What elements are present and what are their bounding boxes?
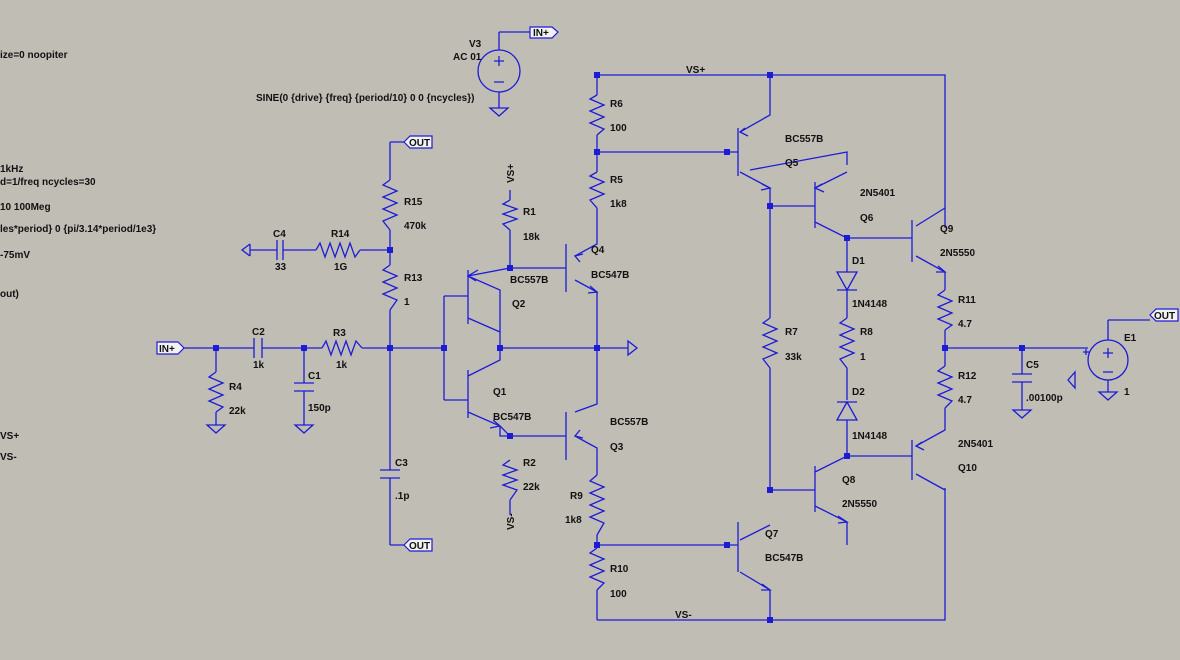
component-label: D2 [852, 387, 865, 398]
component-label: R2 [523, 458, 536, 469]
component-label: 1 [860, 352, 866, 363]
component-label: 1 [1124, 387, 1130, 398]
component-label: VS+ [506, 164, 517, 183]
component-label: C5 [1026, 360, 1039, 371]
component-label: E1 [1124, 333, 1137, 344]
component-label: 1k8 [610, 199, 627, 210]
component-label: 1N4148 [852, 431, 887, 442]
component-label: BC547B [493, 412, 531, 423]
component-labels: V3 AC 01 VS+ VS- VS+ VS- R6 100 R5 1k8 R… [229, 39, 1137, 621]
component-label: Q8 [842, 475, 856, 486]
component-label: Q4 [591, 245, 605, 256]
component-label: 22k [523, 482, 540, 493]
component-label: 33 [275, 262, 287, 273]
directive-text: ize=0 noopiter 1kHz d=1/freq ncycles=30 … [0, 50, 474, 463]
component-label: R10 [610, 564, 629, 575]
component-label: R5 [610, 175, 623, 186]
net-flag-out-top[interactable]: OUT [403, 135, 433, 149]
component-label: VS+ [686, 65, 705, 76]
directive-line: 10 100Meg [0, 202, 51, 213]
component-label: C3 [395, 458, 408, 469]
component-label: 1k8 [565, 515, 582, 526]
component-label: Q5 [785, 158, 799, 169]
component-label: AC 01 [453, 52, 482, 63]
component-label: 2N5550 [940, 248, 975, 259]
component-label: Q10 [958, 463, 977, 474]
component-label: 1N4148 [852, 299, 887, 310]
component-label: 18k [523, 232, 540, 243]
net-flag-out-right[interactable]: OUT [1149, 308, 1179, 322]
directive-line: les*period} 0 {pi/3.14*period/1e3} [0, 224, 156, 235]
directive-line: VS- [0, 452, 17, 463]
component-label: VS- [675, 610, 692, 621]
component-label: R14 [331, 229, 350, 240]
component-label: V3 [469, 39, 482, 50]
component-label: Q6 [860, 213, 874, 224]
component-label: 1k [253, 360, 265, 371]
component-label: Q9 [940, 224, 954, 235]
directive-line: VS+ [0, 431, 19, 442]
component-label: Q1 [493, 387, 507, 398]
component-label: 470k [404, 221, 427, 232]
component-label: R3 [333, 328, 346, 339]
component-label: IN+ [533, 28, 549, 39]
component-label: R13 [404, 273, 423, 284]
component-label: R8 [860, 327, 873, 338]
component-label: .00100p [1026, 393, 1063, 404]
directive-line: 1kHz [0, 164, 23, 175]
component-label: 1k [336, 360, 348, 371]
component-label: R12 [958, 371, 977, 382]
component-label: C2 [252, 327, 265, 338]
component-label: .1p [395, 491, 409, 502]
component-label: R6 [610, 99, 623, 110]
component-label: OUT [409, 541, 430, 552]
component-label: R1 [523, 207, 536, 218]
net-flag-out-bottom[interactable]: OUT [403, 538, 433, 552]
component-label: R4 [229, 382, 242, 393]
component-label: BC557B [510, 275, 548, 286]
directive-line: out) [0, 289, 19, 300]
wires [180, 31, 1150, 621]
component-label: 100 [610, 589, 627, 600]
component-label: 4.7 [958, 395, 972, 406]
component-label: R11 [958, 295, 976, 306]
component-label: 1 [404, 297, 410, 308]
component-label: 33k [785, 352, 802, 363]
component-label: BC557B [610, 417, 648, 428]
component-label: 22k [229, 406, 246, 417]
directive-line: d=1/freq ncycles=30 [0, 177, 96, 188]
component-label: Q2 [512, 299, 526, 310]
component-label: 2N5401 [958, 439, 993, 450]
component-label: 1G [334, 262, 348, 273]
component-label: BC557B [785, 134, 823, 145]
sine-directive: SINE(0 {drive} {freq} {period/10} 0 0 {n… [256, 93, 474, 104]
component-label: R9 [570, 491, 583, 502]
component-label: 4.7 [958, 319, 972, 330]
component-label: VS- [506, 513, 517, 530]
component-label: 2N5401 [860, 188, 895, 199]
directive-line: -75mV [0, 250, 30, 261]
component-label: OUT [409, 138, 430, 149]
component-label: Q3 [610, 442, 624, 453]
net-flag-in-plus-left[interactable]: IN+ [156, 341, 185, 355]
component-label: BC547B [591, 270, 629, 281]
junctions [213, 72, 1025, 623]
net-flag-in-plus-top[interactable]: IN+ [529, 26, 559, 39]
component-label: OUT [1154, 311, 1175, 322]
component-label: 2N5550 [842, 499, 877, 510]
component-label: R7 [785, 327, 798, 338]
component-label: C4 [273, 229, 286, 240]
component-label: 100 [610, 123, 627, 134]
component-label: 150p [308, 403, 331, 414]
component-label: D1 [852, 256, 865, 267]
directive-line: ize=0 noopiter [0, 50, 68, 61]
component-label: Q7 [765, 529, 779, 540]
component-label: R15 [404, 197, 423, 208]
component-label: IN+ [159, 344, 175, 355]
component-label: BC547B [765, 553, 803, 564]
component-label: C1 [308, 371, 321, 382]
component-symbols [205, 49, 1129, 591]
